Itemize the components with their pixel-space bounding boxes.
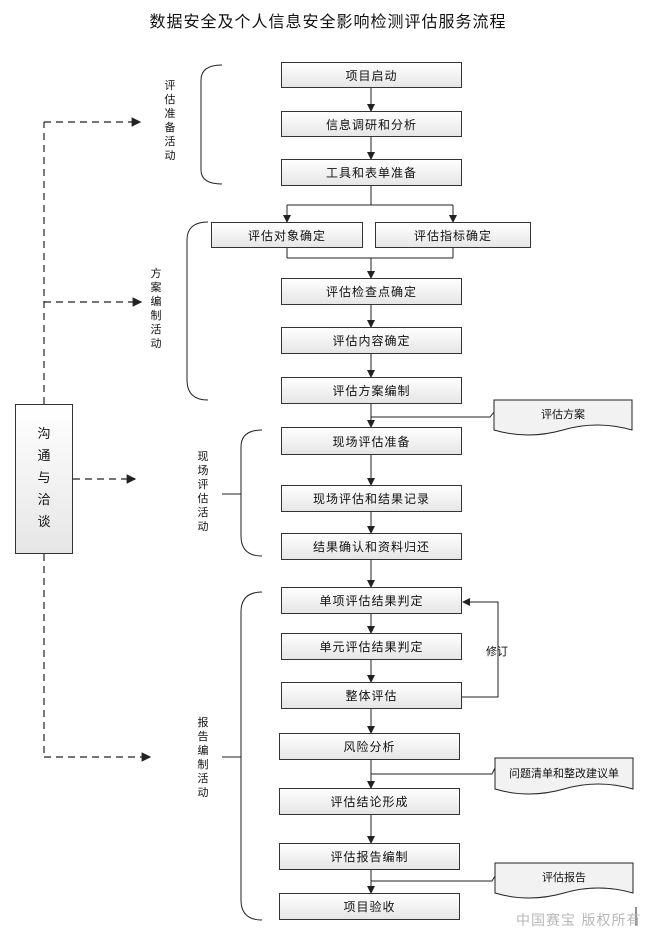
step-confirm: 结果确认和资料归还 [281,533,462,560]
step-risk: 风险分析 [279,733,460,760]
link-report-doc [371,875,496,882]
step-tools-forms: 工具和表单准备 [281,159,462,186]
link-plan-doc [371,411,495,418]
step-checkpoint: 评估检查点确定 [281,278,462,305]
document-plan: 评估方案 [541,408,585,421]
phase-label-prep: 评估准备活动 [164,79,176,162]
document-issues: 问题清单和整改建议单 [509,767,619,780]
step-content: 评估内容确定 [281,327,462,354]
step-project-start: 项目启动 [281,62,462,88]
watermark: 中国赛宝 版权所有 [516,913,642,929]
step-object: 评估对象确定 [211,222,363,248]
bracket-report [240,591,263,921]
step-acceptance: 项目验收 [279,893,460,920]
bracket-prep [200,64,223,185]
revise-loop [461,598,499,698]
step-conclusion: 评估结论形成 [279,788,460,815]
phase-label-plan: 方案编制活动 [150,267,162,350]
link-issues-doc [371,767,496,775]
step-info-research: 信息调研和分析 [281,111,462,137]
bracket-onsite [240,429,263,557]
page-title: 数据安全及个人信息安全影响检测评估服务流程 [149,12,507,31]
step-onsite-record: 现场评估和结果记录 [281,485,462,512]
step-report-write: 评估报告编制 [279,843,460,870]
communication-box: 沟通与洽谈 [15,404,73,554]
document-plan-shape [493,399,633,436]
document-report-shape [494,862,634,899]
communication-label: 沟通与洽谈 [37,427,51,530]
step-indicator: 评估指标确定 [375,222,531,248]
step-overall: 整体评估 [281,682,462,709]
bracket-plan [186,221,209,401]
revise-label: 修订 [486,645,508,658]
step-plan-write: 评估方案编制 [281,377,462,404]
step-onsite-prep: 现场评估准备 [281,427,462,455]
step-unit-judge: 单元评估结果判定 [281,633,462,660]
document-report: 评估报告 [542,871,586,884]
document-issues-shape [494,757,634,795]
phase-label-report: 报告编制活动 [197,716,209,799]
phase-label-onsite: 现场评估活动 [197,450,209,533]
step-single-judge: 单项评估结果判定 [281,587,462,614]
